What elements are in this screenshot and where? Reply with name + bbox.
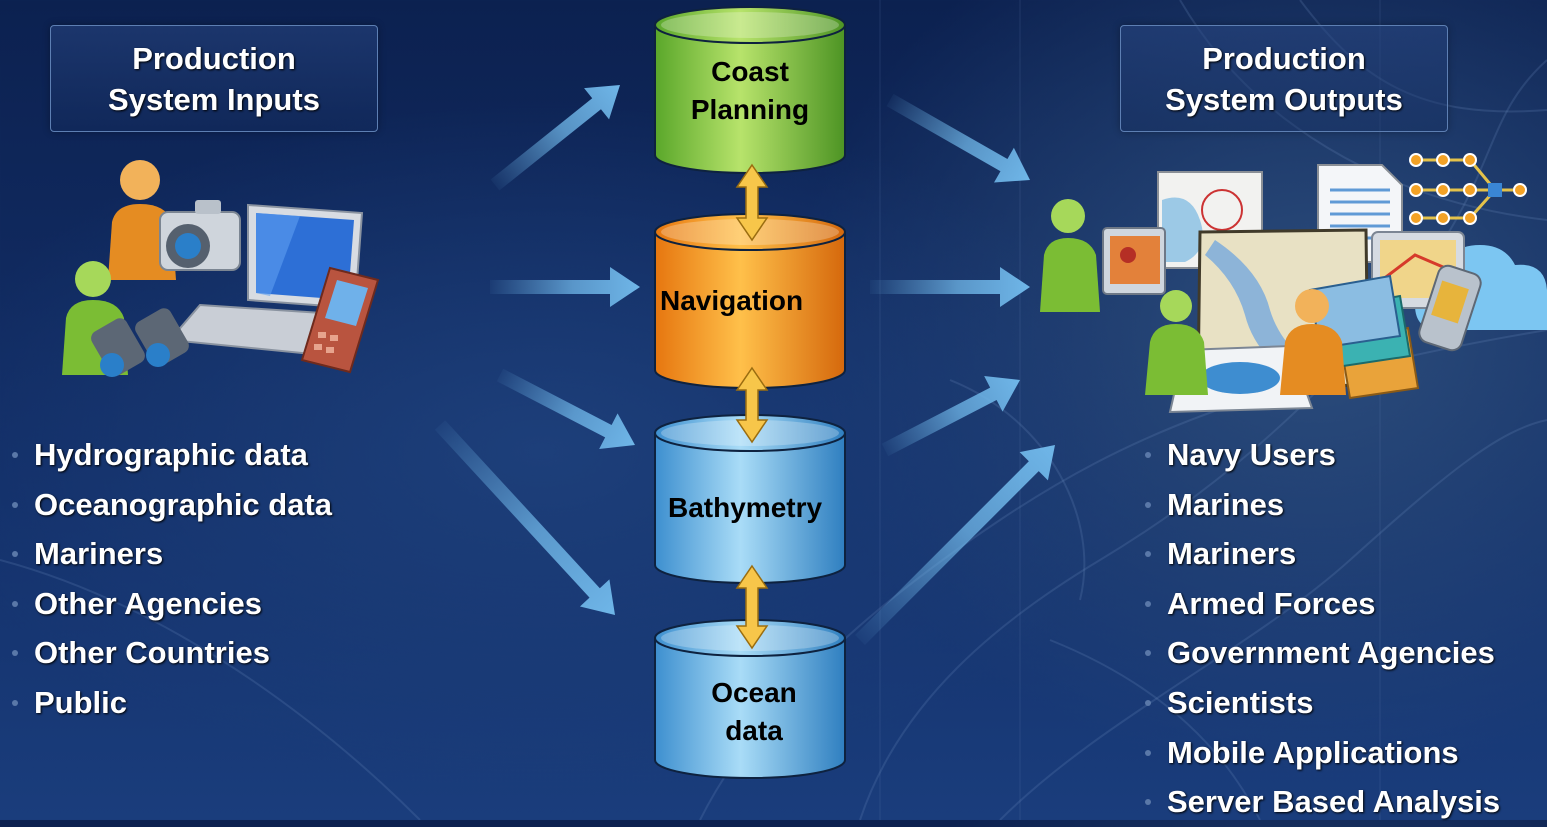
list-item: Other Agencies bbox=[11, 579, 332, 629]
inputs-list: Hydrographic data Oceanographic data Mar… bbox=[11, 430, 332, 728]
inputs-title-line2: System Inputs bbox=[108, 81, 320, 117]
list-item: Other Countries bbox=[11, 628, 332, 678]
list-item: Mariners bbox=[1144, 529, 1500, 579]
coast-planning-label-line1: Coast bbox=[711, 56, 789, 87]
list-item: Marines bbox=[1144, 480, 1500, 530]
list-item: Hydrographic data bbox=[11, 430, 332, 480]
outputs-list: Navy Users Marines Mariners Armed Forces… bbox=[1144, 430, 1500, 827]
list-item: Scientists bbox=[1144, 678, 1500, 728]
navigation-label: Navigation bbox=[660, 282, 856, 320]
list-item: Navy Users bbox=[1144, 430, 1500, 480]
list-item: Oceanographic data bbox=[11, 480, 332, 530]
coast-planning-label-line2: Planning bbox=[690, 94, 810, 125]
bathymetry-label-text: Bathymetry bbox=[668, 492, 823, 523]
list-item: Armed Forces bbox=[1144, 579, 1500, 629]
list-item: Server Based Analysis bbox=[1144, 777, 1500, 827]
navigation-label-text: Navigation bbox=[660, 285, 804, 316]
inputs-title-line1: Production bbox=[132, 40, 296, 76]
list-item: Public bbox=[11, 678, 332, 728]
ocean-data-label: Ocean data bbox=[664, 674, 844, 750]
outputs-title-line2: System Outputs bbox=[1165, 81, 1403, 117]
list-item: Government Agencies bbox=[1144, 628, 1500, 678]
coast-planning-label: Coast Planning bbox=[660, 53, 840, 129]
ocean-data-label-line2: data bbox=[725, 715, 783, 746]
bathymetry-label: Bathymetry bbox=[668, 489, 848, 527]
inputs-header-panel: Production System Inputs bbox=[50, 25, 378, 132]
list-item: Mariners bbox=[11, 529, 332, 579]
ocean-data-label-line1: Ocean bbox=[711, 677, 797, 708]
outputs-header-panel: Production System Outputs bbox=[1120, 25, 1448, 132]
list-item: Mobile Applications bbox=[1144, 728, 1500, 778]
outputs-title-line1: Production bbox=[1202, 40, 1366, 76]
